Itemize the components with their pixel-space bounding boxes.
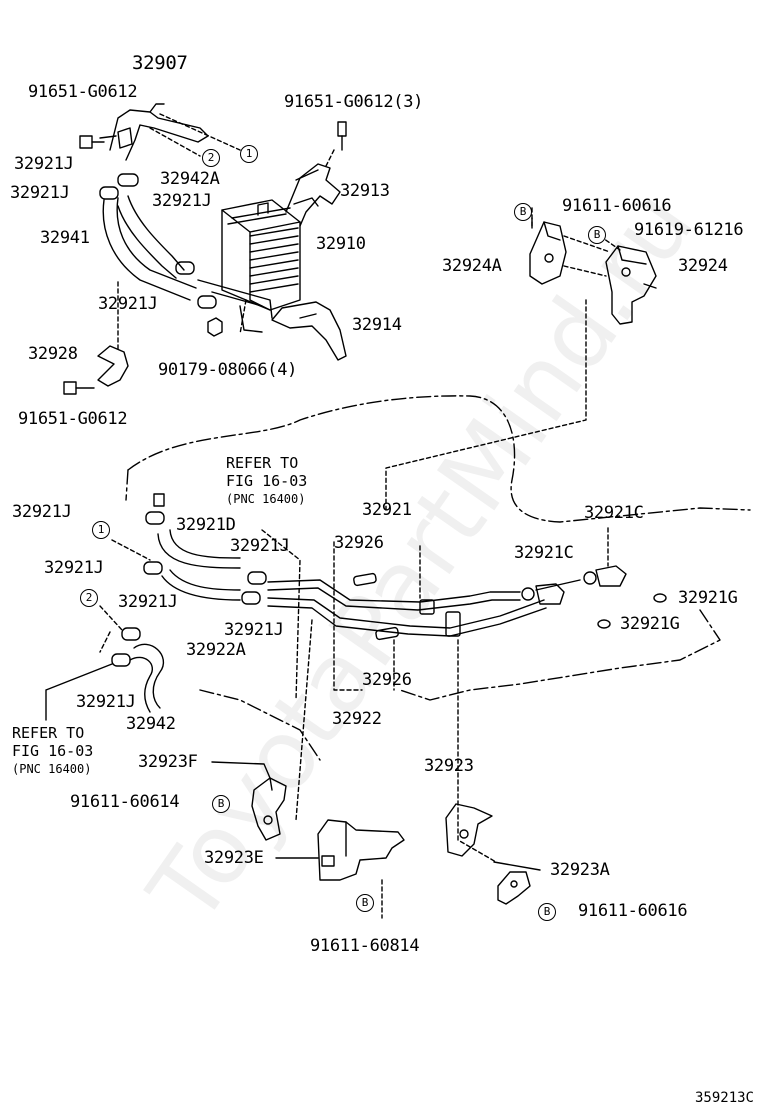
part-label-32926[interactable]: 32926 — [334, 533, 384, 553]
diagram-code: 359213C — [694, 1090, 754, 1106]
clamp-32921J — [247, 571, 267, 585]
part-label-32921J[interactable]: 32921J — [118, 592, 178, 612]
hose-32941 — [102, 197, 197, 301]
part-label-32942A[interactable]: 32942A — [160, 169, 220, 189]
bracket-32923A — [497, 871, 531, 905]
part-label-91651-G0612[interactable]: 91651-G0612 — [28, 82, 138, 102]
part-label-32941[interactable]: 32941 — [40, 228, 90, 248]
connector-32921C — [521, 583, 565, 605]
tube-joint — [419, 599, 435, 615]
reference-circle-2: 2 — [202, 149, 220, 167]
refer-note-top: REFER TO FIG 16-03 (PNC 16400) — [226, 454, 308, 506]
part-label-32907[interactable]: 32907 — [132, 52, 188, 74]
clamp-32921J — [153, 493, 165, 507]
reference-circle-b: B — [588, 226, 606, 244]
o-ring-32921G — [653, 593, 667, 603]
part-label-91611-60616[interactable]: 91611-60616 — [562, 196, 672, 216]
part-label-32923F[interactable]: 32923F — [138, 752, 198, 772]
bracket-32924A — [529, 221, 567, 285]
part-label-32922[interactable]: 32922 — [332, 709, 382, 729]
part-label-32921J[interactable]: 32921J — [10, 183, 70, 203]
o-ring-32921G — [597, 619, 611, 629]
clamp-32921J — [145, 511, 165, 525]
hose-32942 — [129, 643, 165, 713]
nut-90179 — [207, 317, 223, 337]
part-label-32923A[interactable]: 32923A — [550, 860, 610, 880]
reference-circle-2: 2 — [80, 589, 98, 607]
clamp-32921J — [99, 186, 119, 200]
bolt-91651 — [63, 381, 95, 395]
hose-32942A — [117, 195, 185, 279]
part-label-32924A[interactable]: 32924A — [442, 256, 502, 276]
clamp-32921J — [241, 591, 261, 605]
bracket-32923 — [445, 803, 493, 857]
part-label-32926[interactable]: 32926 — [362, 670, 412, 690]
reference-circle-b: B — [538, 903, 556, 921]
part-label-32921J[interactable]: 32921J — [230, 536, 290, 556]
part-label-32921J[interactable]: 32921J — [76, 692, 136, 712]
part-label-90179-08066-4[interactable]: 90179-08066(4) — [158, 360, 298, 380]
refer-note-bottom: REFER TO FIG 16-03 (PNC 16400) — [12, 724, 94, 776]
part-label-32921C[interactable]: 32921C — [514, 543, 574, 563]
part-label-32928[interactable]: 32928 — [28, 344, 78, 364]
part-label-32921C[interactable]: 32921C — [584, 503, 644, 523]
tube-joint — [445, 611, 461, 637]
part-label-32942[interactable]: 32942 — [126, 714, 176, 734]
bracket-32914 — [271, 301, 347, 361]
part-label-32924[interactable]: 32924 — [678, 256, 728, 276]
sleeve-32926 — [375, 626, 399, 641]
reference-circle-b: B — [514, 203, 532, 221]
sleeve-32926 — [353, 572, 377, 587]
part-label-32921J[interactable]: 32921J — [12, 502, 72, 522]
bolt-91651 — [79, 135, 105, 149]
clamp-32921J — [175, 261, 195, 275]
part-label-32923[interactable]: 32923 — [424, 756, 474, 776]
part-label-32921G[interactable]: 32921G — [678, 588, 738, 608]
oil-cooler-32910 — [221, 199, 301, 311]
part-label-91611-60614[interactable]: 91611-60614 — [70, 792, 180, 812]
part-label-32921G[interactable]: 32921G — [620, 614, 680, 634]
clamp-32921J — [121, 627, 141, 641]
bracket-32923E — [317, 819, 405, 881]
bracket-32907 — [99, 103, 209, 161]
part-label-32921D[interactable]: 32921D — [176, 515, 236, 535]
clamp-32921J — [111, 653, 131, 667]
tube-32921 — [267, 579, 581, 611]
reference-circle-1: 1 — [240, 145, 258, 163]
tube-32922 — [267, 597, 547, 637]
clamp-32921J — [117, 173, 139, 187]
part-label-32922A[interactable]: 32922A — [186, 640, 246, 660]
bolt-91651 — [337, 121, 347, 151]
clamp-32928 — [97, 345, 129, 387]
part-label-91619-61216[interactable]: 91619-61216 — [634, 220, 744, 240]
bracket-32913 — [285, 163, 341, 227]
part-label-32921J[interactable]: 32921J — [44, 558, 104, 578]
connector-32921C — [583, 565, 627, 587]
part-label-32921J[interactable]: 32921J — [98, 294, 158, 314]
hose-32922A — [161, 569, 241, 601]
bracket-32924 — [605, 245, 657, 325]
reference-circle-b: B — [356, 894, 374, 912]
part-label-32921J[interactable]: 32921J — [14, 154, 74, 174]
part-label-32923E[interactable]: 32923E — [204, 848, 264, 868]
transmission-outline — [125, 395, 751, 761]
part-label-32913[interactable]: 32913 — [340, 181, 390, 201]
part-label-91651-G0612-3[interactable]: 91651-G0612(3) — [284, 92, 424, 112]
part-label-91611-60616[interactable]: 91611-60616 — [578, 901, 688, 921]
part-label-91651-G0612[interactable]: 91651-G0612 — [18, 409, 128, 429]
reference-circle-b: B — [212, 795, 230, 813]
part-label-32914[interactable]: 32914 — [352, 315, 402, 335]
clamp-32921J — [197, 295, 217, 309]
reference-circle-1: 1 — [92, 521, 110, 539]
hose-32921D — [157, 529, 241, 569]
bracket-32923F — [251, 777, 287, 841]
part-label-32921J[interactable]: 32921J — [152, 191, 212, 211]
part-label-91611-60814[interactable]: 91611-60814 — [310, 936, 420, 956]
part-label-32921[interactable]: 32921 — [362, 500, 412, 520]
clamp-32921J — [143, 561, 163, 575]
part-label-32910[interactable]: 32910 — [316, 234, 366, 254]
part-label-32921J[interactable]: 32921J — [224, 620, 284, 640]
